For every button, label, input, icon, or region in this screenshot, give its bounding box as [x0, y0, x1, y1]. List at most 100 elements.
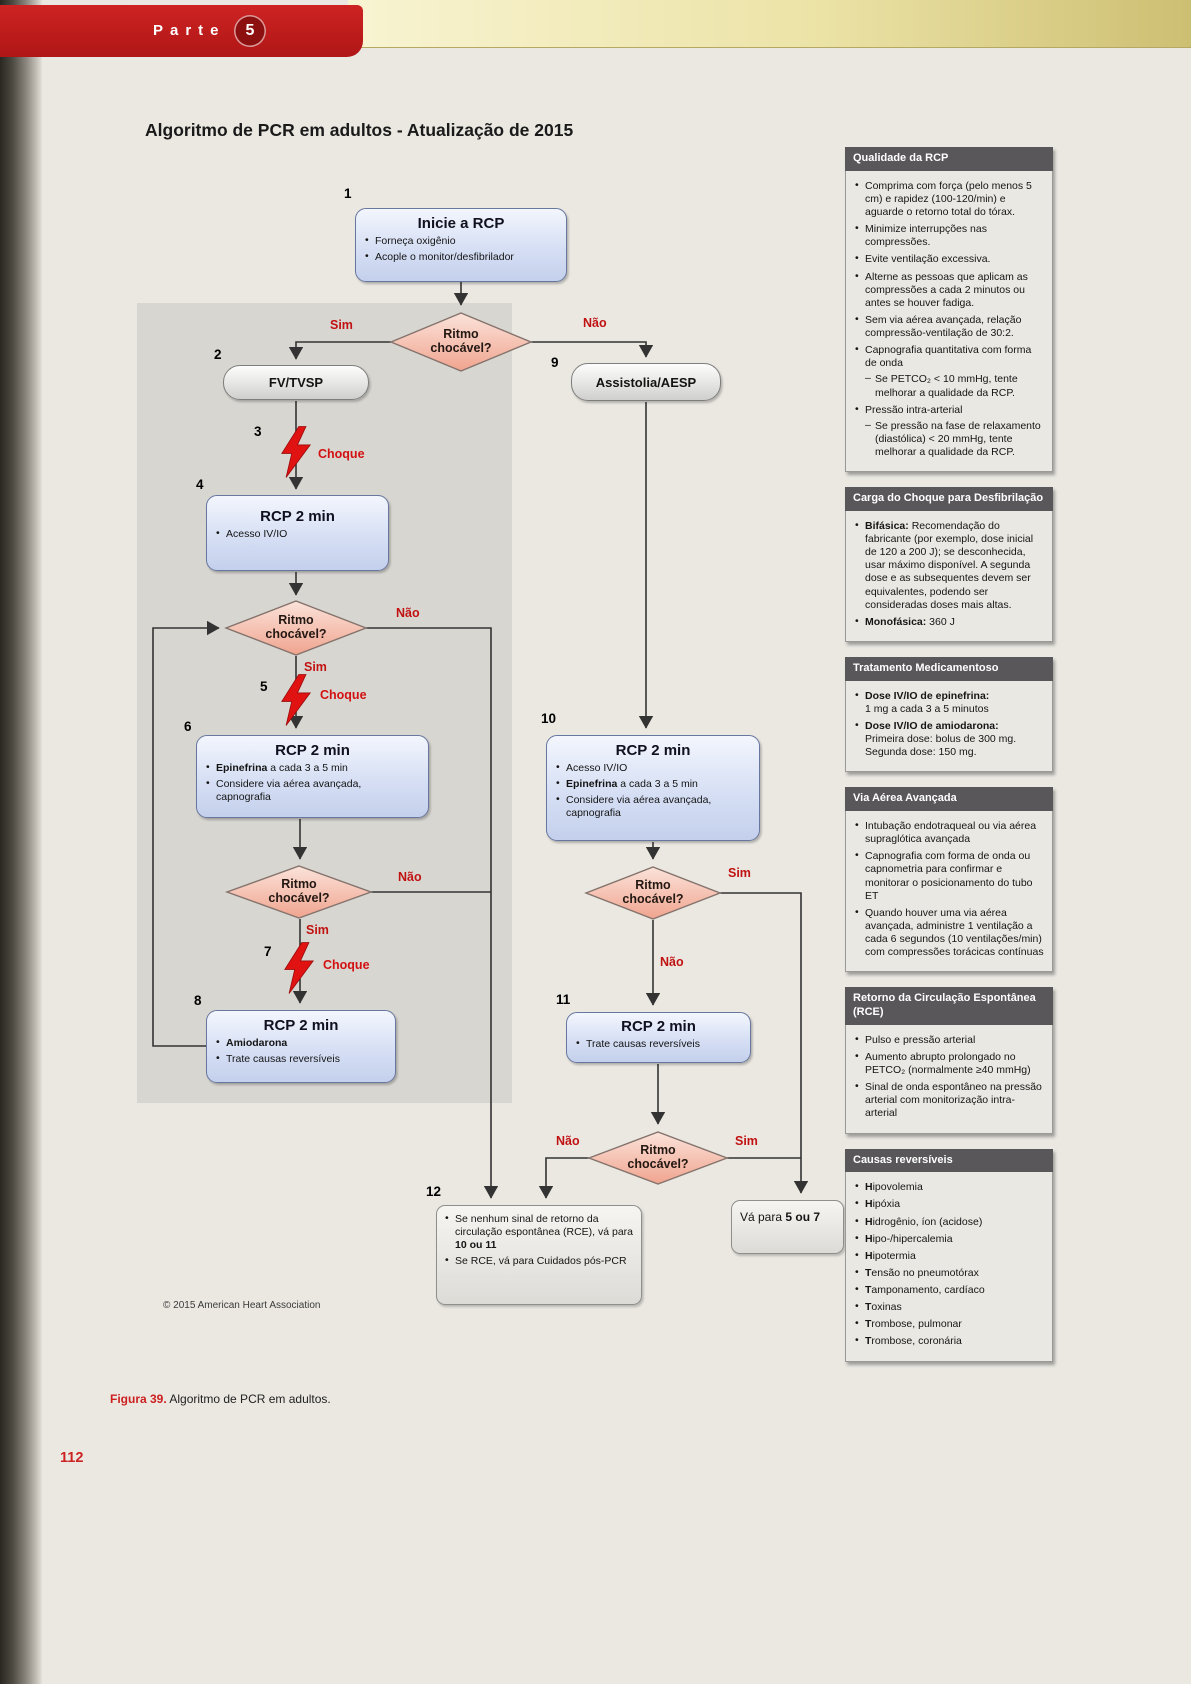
node-8-rcp-2min: RCP 2 min Amiodarona Trate causas revers…	[206, 1010, 396, 1083]
step-number-12: 12	[426, 1184, 442, 1199]
decision-4-yes-label: Sim	[728, 866, 751, 880]
flow-left-backdrop	[137, 303, 512, 1103]
panel-3-item-1-text: 1 mg a cada 3 a 5 minutos	[865, 702, 989, 715]
panel-1-item: Evite ventilação excessiva.	[855, 252, 1045, 266]
decision-1-no-label: Não	[583, 316, 607, 330]
panel-5-item: Pulso e pressão arterial	[855, 1033, 1045, 1047]
cause-rest: ipovolemia	[872, 1181, 923, 1194]
sidebar-panel-qualidade-rcp: Qualidade da RCP Comprima com força (pel…	[845, 147, 1053, 473]
panel-3-header: Tratamento Medicamentoso	[845, 656, 1053, 681]
header-yellow-band	[348, 0, 1191, 48]
sidebar-panel-carga-choque: Carga do Choque para Desfibrilação Bifás…	[845, 487, 1053, 642]
cause-lead: T	[865, 1318, 872, 1331]
decision-3-label: Ritmo chocável?	[268, 877, 330, 906]
node-1-bullet-1: Forneça oxigênio	[365, 234, 557, 248]
panel-6-item: Tamponamento, cardíaco	[855, 1283, 1045, 1297]
shock-5-label: Choque	[320, 688, 367, 702]
sidebar: Qualidade da RCP Comprima com força (pel…	[845, 147, 1053, 1377]
node-2-label: FV/TVSP	[268, 375, 324, 390]
panel-3-item: Dose IV/IO de epinefrina:1 mg a cada 3 a…	[855, 689, 1045, 716]
header-red-band: Parte 5	[0, 5, 363, 57]
panel-3-item-2-lead: Dose IV/IO de amiodarona:	[865, 719, 999, 732]
arrow-d5-no-to-12	[538, 1157, 589, 1199]
panel-2-item: Bifásica: Recomendação do fabricante (po…	[855, 519, 1045, 612]
cause-rest: ipotermia	[872, 1249, 916, 1262]
figure-text: Algoritmo de PCR em adultos.	[166, 1392, 331, 1406]
step-number-6: 6	[184, 719, 192, 734]
panel-1-subitem: Se PETCO₂ < 10 mmHg, tente melhorar a qu…	[855, 372, 1045, 399]
panel-6-item: Hidrogênio, íon (acidose)	[855, 1214, 1045, 1229]
step-number-9: 9	[551, 355, 559, 370]
sidebar-panel-rce: Retorno da Circulação Espontânea (RCE) P…	[845, 987, 1053, 1134]
node-10-bullet-2-rest: a cada 3 a 5 min	[617, 778, 698, 791]
panel-6-item: Hipovolemia	[855, 1180, 1045, 1194]
cause-rest: ipóxia	[872, 1198, 901, 1211]
part-number-badge: 5	[234, 15, 266, 47]
panel-4-item: Capnografia com forma de onda ou capnome…	[855, 849, 1045, 903]
node-9-label: Assistolia/AESP	[595, 374, 697, 390]
panel-2-item-1-text: Recomendação do fabricante (por exemplo,…	[865, 519, 1034, 611]
cause-rest: ensão no pneumotórax	[871, 1266, 979, 1279]
decision-5-no-label: Não	[556, 1134, 580, 1148]
panel-6-body: Hipovolemia Hipóxia Hidrogênio, íon (aci…	[845, 1172, 1053, 1362]
node-2-fv-tvsp: FV/TVSP	[223, 365, 369, 400]
figure-caption: Figura 39. Algoritmo de PCR em adultos.	[110, 1392, 331, 1406]
node-1-title: Inicie a RCP	[417, 215, 505, 232]
part-number: 5	[245, 22, 255, 39]
cause-lead: T	[865, 1266, 872, 1279]
node-6-bullet-1: Epinefrina a cada 3 a 5 min	[206, 761, 419, 775]
panel-1-item: Pressão intra-arterial	[855, 403, 1045, 417]
node-12-bullet-2: Se RCE, vá para Cuidados pós-PCR	[445, 1254, 633, 1268]
panel-1-item: Sem via aérea avançada, relação compress…	[855, 313, 1045, 340]
cause-lead: H	[865, 1232, 873, 1245]
node-12-bullet-1-pre: Se nenhum sinal de retorno da circulação…	[455, 1213, 634, 1239]
cause-rest: ipo-/hipercalemia	[872, 1232, 953, 1245]
panel-3-body: Dose IV/IO de epinefrina:1 mg a cada 3 a…	[845, 680, 1053, 773]
page-title: Algoritmo de PCR em adultos - Atualizaçã…	[145, 120, 574, 140]
cause-lead: H	[865, 1215, 873, 1228]
decision-2-no-label: Não	[396, 606, 420, 620]
cause-lead: T	[865, 1301, 872, 1314]
panel-6-item: Trombose, coronária	[855, 1334, 1045, 1348]
node-8-bullet-2: Trate causas reversíveis	[216, 1052, 386, 1066]
panel-1-item: Alterne as pessoas que aplicam as compre…	[855, 269, 1045, 310]
page-number: 112	[60, 1450, 84, 1466]
panel-5-body: Pulso e pressão arterial Aumento abrupto…	[845, 1024, 1053, 1134]
panel-5-item: Aumento abrupto prolongado no PETCO₂ (no…	[855, 1050, 1045, 1077]
node-10-rcp-2min: RCP 2 min Acesso IV/IO Epinefrina a cada…	[546, 735, 760, 841]
panel-2-item-2-text: 360 J	[926, 615, 955, 628]
panel-2-body: Bifásica: Recomendação do fabricante (po…	[845, 510, 1053, 642]
node-8-title: RCP 2 min	[263, 1017, 339, 1034]
cause-rest: rombose, pulmonar	[871, 1318, 962, 1331]
cause-rest: idrogênio, íon (acidose)	[872, 1215, 983, 1228]
node-11-title: RCP 2 min	[621, 1018, 696, 1035]
copyright-line: © 2015 American Heart Association	[163, 1300, 321, 1311]
go-to-pre: Vá para	[740, 1210, 786, 1224]
book-spine	[0, 0, 42, 1684]
panel-6-item: Hipotermia	[855, 1249, 1045, 1263]
decision-5-yes-label: Sim	[735, 1134, 758, 1148]
node-go-to-5-or-7: Vá para 5 ou 7	[731, 1200, 844, 1254]
step-number-4: 4	[196, 477, 204, 492]
decision-4-label: Ritmo chocável?	[622, 878, 684, 907]
shock-7-label: Choque	[323, 958, 370, 972]
step-number-5: 5	[260, 679, 268, 694]
node-10-title: RCP 2 min	[615, 742, 691, 759]
panel-6-item: Trombose, pulmonar	[855, 1317, 1045, 1331]
decision-2-label: Ritmo chocável?	[265, 613, 327, 642]
panel-4-body: Intubação endotraqueal ou via aérea supr…	[845, 811, 1053, 973]
panel-6-item: Toxinas	[855, 1300, 1045, 1314]
node-12-bullet-1: Se nenhum sinal de retorno da circulação…	[445, 1212, 634, 1252]
step-number-11: 11	[556, 992, 571, 1007]
panel-3-item-1-lead: Dose IV/IO de epinefrina:	[865, 689, 990, 702]
node-6-title: RCP 2 min	[275, 742, 350, 759]
sidebar-panel-causas: Causas reversíveis Hipovolemia Hipóxia H…	[845, 1148, 1053, 1362]
panel-1-body: Comprima com força (pelo menos 5 cm) e r…	[845, 170, 1053, 473]
decision-2-yes-label: Sim	[304, 660, 327, 674]
sidebar-panel-tratamento: Tratamento Medicamentoso Dose IV/IO de e…	[845, 656, 1053, 773]
decision-3-no-label: Não	[398, 870, 422, 884]
panel-2-item-1-lead: Bifásica:	[865, 519, 909, 532]
panel-2-item-2-lead: Monofásica:	[865, 615, 927, 628]
shock-icon-3	[281, 426, 312, 478]
